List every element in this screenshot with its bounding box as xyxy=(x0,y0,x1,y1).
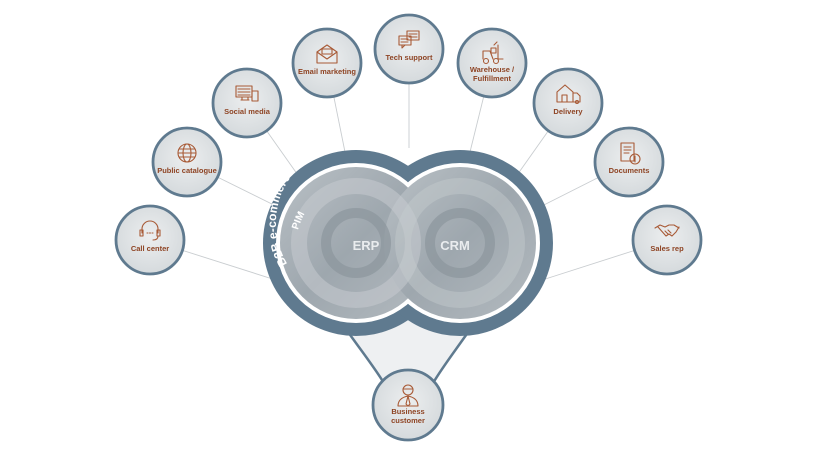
node-delivery[interactable]: Delivery xyxy=(532,67,604,139)
node-call-center[interactable]: Call center xyxy=(114,204,186,276)
node-business-customer-label: customer xyxy=(391,416,425,425)
node-social-media-circle xyxy=(211,67,283,139)
node-social-media-label: Social media xyxy=(224,107,271,116)
house-truck-icon xyxy=(556,84,581,105)
node-sales-rep[interactable]: Sales rep xyxy=(631,204,703,276)
devices-icon xyxy=(235,85,259,102)
node-email-marketing-label: Email marketing xyxy=(298,67,356,76)
handshake-icon xyxy=(654,224,680,237)
node-sales-rep-label: Sales rep xyxy=(650,244,684,253)
chat-bubbles-icon xyxy=(398,30,420,49)
node-call-center-label: Call center xyxy=(131,244,169,253)
node-email-marketing[interactable]: Email marketing xyxy=(291,27,363,99)
node-warehouse[interactable]: Warehouse /Fulfillment xyxy=(456,27,528,99)
node-business-customer-circle xyxy=(371,368,445,442)
node-warehouse-label: Warehouse / xyxy=(470,65,515,74)
node-tech-support-circle xyxy=(373,13,445,85)
node-delivery-label: Delivery xyxy=(553,107,583,116)
envelope-icon xyxy=(316,44,338,64)
node-documents[interactable]: Documents xyxy=(593,126,665,198)
node-documents-label: Documents xyxy=(609,166,650,175)
crm-label: CRM xyxy=(440,238,470,253)
forklift-icon xyxy=(482,41,504,65)
store-core xyxy=(263,150,553,336)
node-call-center-circle xyxy=(114,204,186,276)
invoice-icon xyxy=(620,142,641,165)
node-public-catalogue-label: Public catalogue xyxy=(157,166,217,175)
node-tech-support[interactable]: Tech support xyxy=(373,13,445,85)
node-public-catalogue[interactable]: Public catalogue xyxy=(151,126,223,198)
node-warehouse-circle xyxy=(456,27,528,99)
node-delivery-circle xyxy=(532,67,604,139)
node-documents-circle xyxy=(593,126,665,198)
node-tech-support-label: Tech support xyxy=(386,53,433,62)
businessman-icon xyxy=(397,384,419,407)
node-sales-rep-circle xyxy=(631,204,703,276)
node-business-customer-label: Business xyxy=(391,407,424,416)
globe-icon xyxy=(177,143,197,163)
node-warehouse-label: Fulfillment xyxy=(473,74,511,83)
erp-label: ERP xyxy=(353,238,380,253)
node-social-media[interactable]: Social media xyxy=(211,67,283,139)
headset-icon xyxy=(139,220,161,241)
